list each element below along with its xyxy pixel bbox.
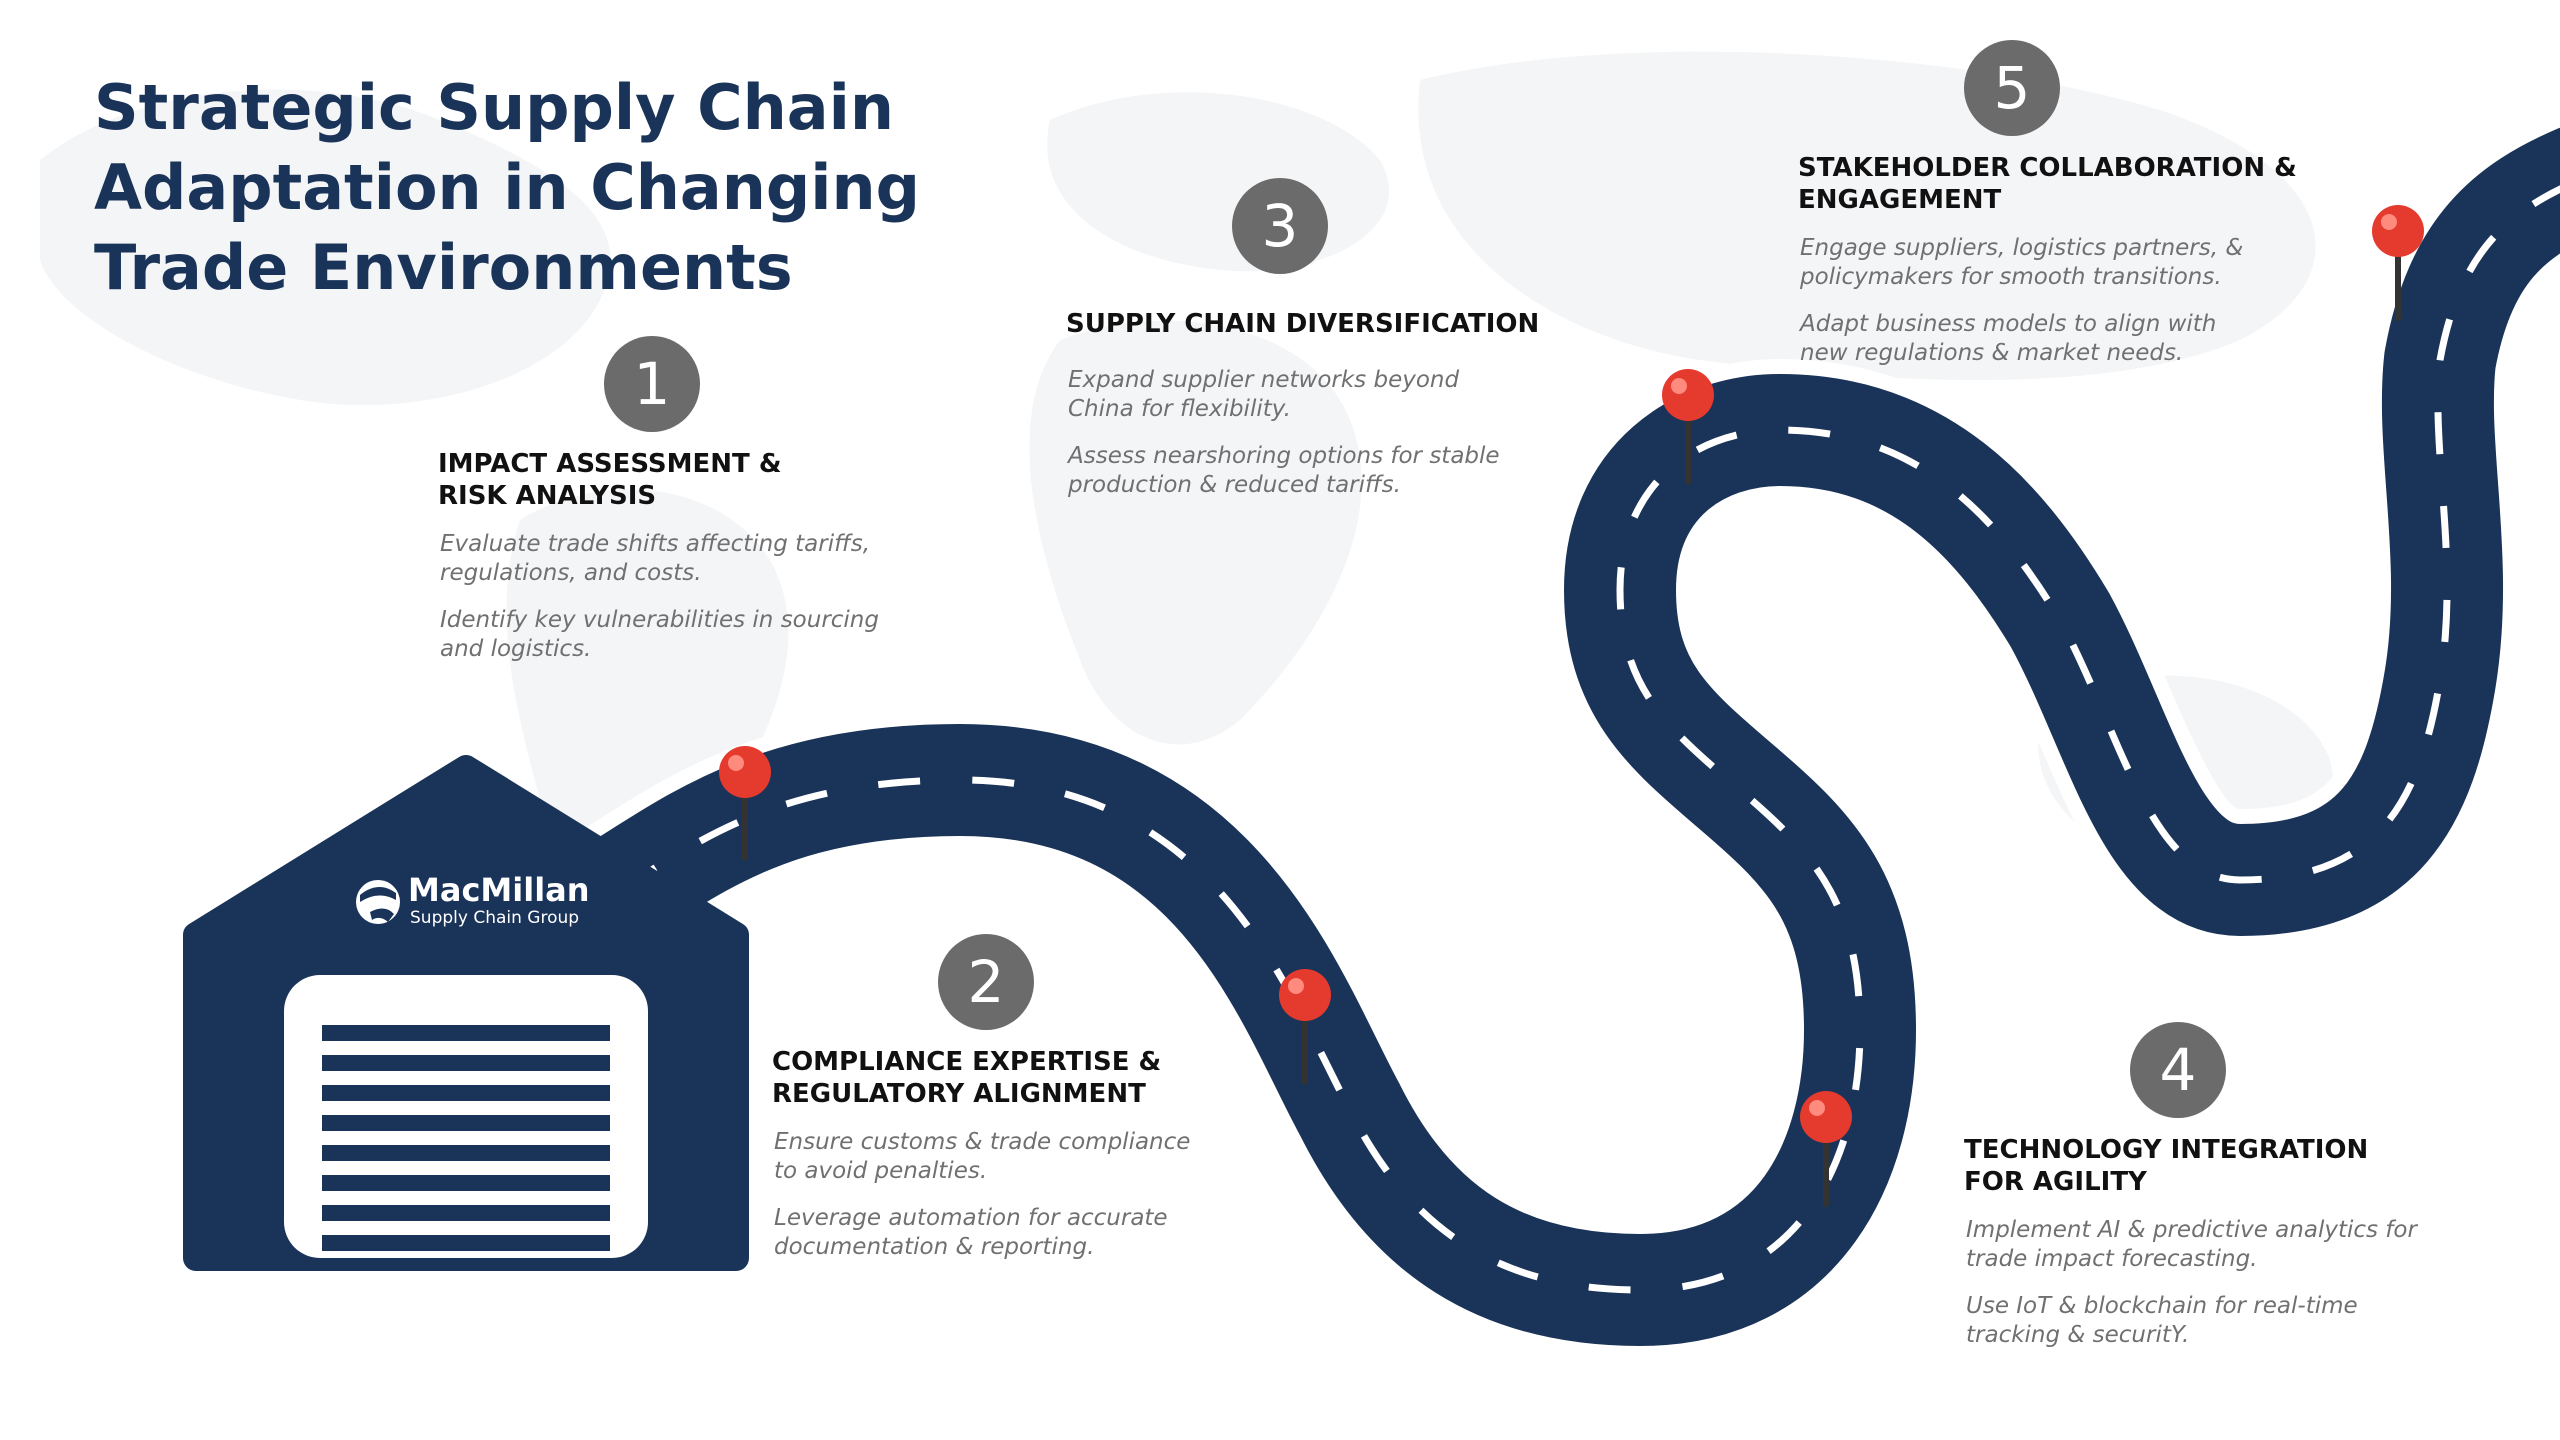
step-point: Evaluate trade shifts affecting tariffs,… [440, 531, 871, 586]
step-point: Ensure customs & trade compliance to avo… [774, 1129, 1191, 1184]
location-pin-icon [2372, 205, 2424, 321]
location-pin-icon [1800, 1091, 1852, 1207]
step-heading: TECHNOLOGY INTEGRATION FOR AGILITY [1964, 1135, 2369, 1197]
step-point: Use IoT & blockchain for real-time track… [1966, 1293, 2358, 1348]
step-1: 1 IMPACT ASSESSMENT & RISK ANALYSIS Eval… [438, 336, 998, 664]
step-number-badge: 1 [604, 336, 700, 432]
step-point: Assess nearshoring options for stable pr… [1068, 443, 1500, 498]
step-number-badge: 5 [1964, 40, 2060, 136]
brand-tagline: Supply Chain Group [410, 908, 580, 928]
step-5: 5 STAKEHOLDER COLLABORATION & ENGAGEMENT… [1798, 40, 2358, 368]
brand-logo-icon [356, 880, 400, 924]
step-point: Engage suppliers, logistics partners, & … [1800, 235, 2244, 290]
step-number-badge: 3 [1232, 178, 1328, 274]
step-point: Adapt business models to align with new … [1800, 311, 2217, 366]
step-2: 2 COMPLIANCE EXPERTISE & REGULATORY ALIG… [772, 934, 1332, 1262]
warehouse-icon [183, 755, 749, 1271]
step-heading: IMPACT ASSESSMENT & RISK ANALYSIS [438, 449, 782, 511]
step-heading: COMPLIANCE EXPERTISE & REGULATORY ALIGNM… [772, 1047, 1162, 1109]
step-point: Expand supplier networks beyond China fo… [1068, 367, 1460, 422]
brand-name: MacMillan [408, 871, 590, 909]
step-heading: STAKEHOLDER COLLABORATION & ENGAGEMENT [1798, 153, 2297, 215]
step-heading: SUPPLY CHAIN DIVERSIFICATION [1066, 309, 1540, 339]
road-lane-markings [618, 185, 2560, 1294]
location-pin-icon [1662, 369, 1714, 485]
location-pin-icon [719, 746, 771, 861]
step-number-badge: 4 [2130, 1022, 2226, 1118]
step-number-badge: 2 [938, 934, 1034, 1030]
step-point: Identify key vulnerabilities in sourcing… [440, 607, 879, 662]
page-title: Strategic Supply Chain Adaptation in Cha… [94, 71, 921, 304]
step-point: Implement AI & predictive analytics for … [1966, 1217, 2417, 1272]
step-point: Leverage automation for accurate documen… [774, 1205, 1168, 1260]
step-3: 3 SUPPLY CHAIN DIVERSIFICATION Expand su… [1066, 178, 1626, 500]
location-pin-icon [1279, 969, 1331, 1085]
step-4: 4 TECHNOLOGY INTEGRATION FOR AGILITY Imp… [1964, 1022, 2524, 1350]
